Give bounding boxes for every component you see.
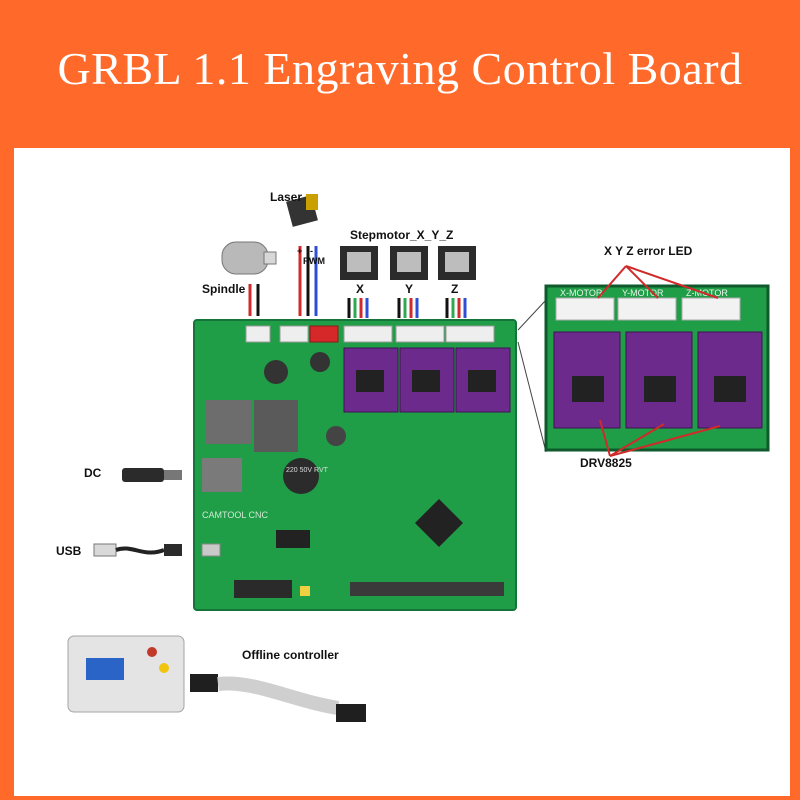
offline-controller-icon (67, 635, 185, 713)
z-axis-label: Z (451, 282, 459, 296)
stepper-motor-x-icon (340, 246, 378, 280)
offline-controller-label: Offline controller (242, 648, 339, 662)
dc-label: DC (84, 466, 102, 480)
ribbon-cable-icon (190, 674, 366, 722)
board-silk-name: CAMTOOL CNC (202, 510, 269, 520)
x-axis-label: X (356, 282, 365, 296)
stepper-motor-y-icon (390, 246, 428, 280)
page-title: GRBL 1.1 Engraving Control Board (57, 43, 743, 94)
spindle-motor-icon (221, 241, 277, 275)
laser-plus-label: + (297, 246, 303, 256)
laser-label: Laser (270, 190, 303, 204)
z-motor-silk: Z-MOTOR (686, 288, 728, 298)
usb-label: USB (56, 544, 82, 558)
pwm-label: PWM (303, 256, 325, 266)
cap-silk: 220 50V RVT (286, 467, 329, 474)
pointer-lines (597, 265, 721, 457)
stepper-wires-icon (347, 298, 467, 318)
y-axis-label: Y (405, 282, 414, 296)
spindle-label: Spindle (202, 282, 246, 296)
usb-cable-icon (93, 543, 182, 557)
y-motor-silk: Y-MOTOR (622, 288, 664, 298)
laser-minus-label: - (310, 246, 313, 256)
laser-wires-icon (298, 246, 318, 316)
callout-lines (517, 299, 547, 453)
control-board: CAMTOOL CNC 220 50V RVT (193, 319, 517, 611)
spindle-wires-icon (248, 284, 260, 316)
stepmotor-label: Stepmotor_X_Y_Z (350, 228, 454, 242)
product-photo-panel: CAMTOOL CNC 220 50V RVT X-MOTOR Y-MOTOR … (14, 148, 790, 796)
dc-plug-icon (122, 468, 182, 482)
x-motor-silk: X-MOTOR (560, 288, 603, 298)
driver-zoom-inset: X-MOTOR Y-MOTOR Z-MOTOR (544, 284, 770, 452)
drv8825-label: DRV8825 (580, 456, 632, 470)
laser-module-icon (286, 194, 318, 227)
stepper-motor-z-icon (438, 246, 476, 280)
board-illustration: CAMTOOL CNC 220 50V RVT X-MOTOR Y-MOTOR … (67, 194, 770, 722)
error-led-label: X Y Z error LED (604, 244, 693, 258)
